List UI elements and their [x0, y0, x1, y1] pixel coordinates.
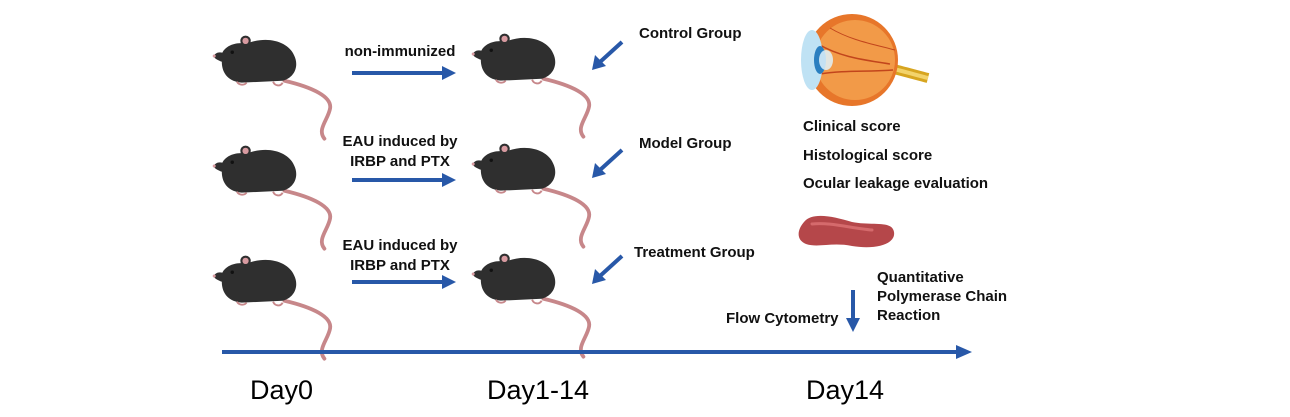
eye-anatomy-icon: [801, 14, 930, 106]
pointer-arrowhead-row2: [592, 163, 606, 178]
arrow-label-row2-line1: EAU induced by: [342, 133, 458, 150]
mouse-icon: [469, 141, 592, 249]
pointer-arrow-row1: [598, 40, 624, 64]
mouse-icon: [469, 251, 592, 359]
arrow-label-row1-line1: non-immunized: [345, 43, 456, 60]
eye-assessment-histological-score: Histological score: [803, 147, 932, 164]
down-arrowhead-assay: [846, 318, 860, 332]
group-label-control: Control Group: [639, 25, 741, 42]
arrowhead-row1: [442, 66, 456, 80]
mouse-icon: [210, 253, 333, 361]
arrow-label-row3-line2: IRBP and PTX: [350, 257, 450, 274]
spleen-icon: [798, 215, 895, 248]
eye-assessment-ocular-leakage: Ocular leakage evaluation: [803, 175, 988, 192]
pointer-arrowhead-row1: [592, 55, 606, 70]
assay-qpcr-line1: Quantitative: [877, 269, 964, 286]
eye-assessment-clinical-score: Clinical score: [803, 118, 901, 135]
pointer-arrowhead-row3: [592, 269, 606, 284]
mouse-icon: [210, 143, 333, 251]
pointer-arrow-row3: [598, 254, 624, 278]
arrowhead-row3: [442, 275, 456, 289]
timeline-day14: Day14: [806, 375, 884, 405]
pointer-arrow-row2: [598, 148, 624, 172]
group-label-model: Model Group: [639, 135, 732, 152]
timeline-arrowhead: [956, 345, 972, 359]
assay-qpcr-line2: Polymerase Chain: [877, 288, 1007, 305]
arrow-label-row3-line1: EAU induced by: [342, 237, 458, 254]
group-label-treatment: Treatment Group: [634, 244, 755, 261]
arrow-label-row2-line2: IRBP and PTX: [350, 153, 450, 170]
arrowhead-row2: [442, 173, 456, 187]
mouse-icon: [469, 31, 592, 139]
assay-qpcr-line3: Reaction: [877, 307, 940, 324]
mouse-icon: [210, 33, 333, 141]
timeline-day0: Day0: [250, 375, 313, 405]
timeline-day1-14: Day1-14: [487, 375, 589, 405]
assay-flow-cytometry: Flow Cytometry: [726, 310, 839, 327]
